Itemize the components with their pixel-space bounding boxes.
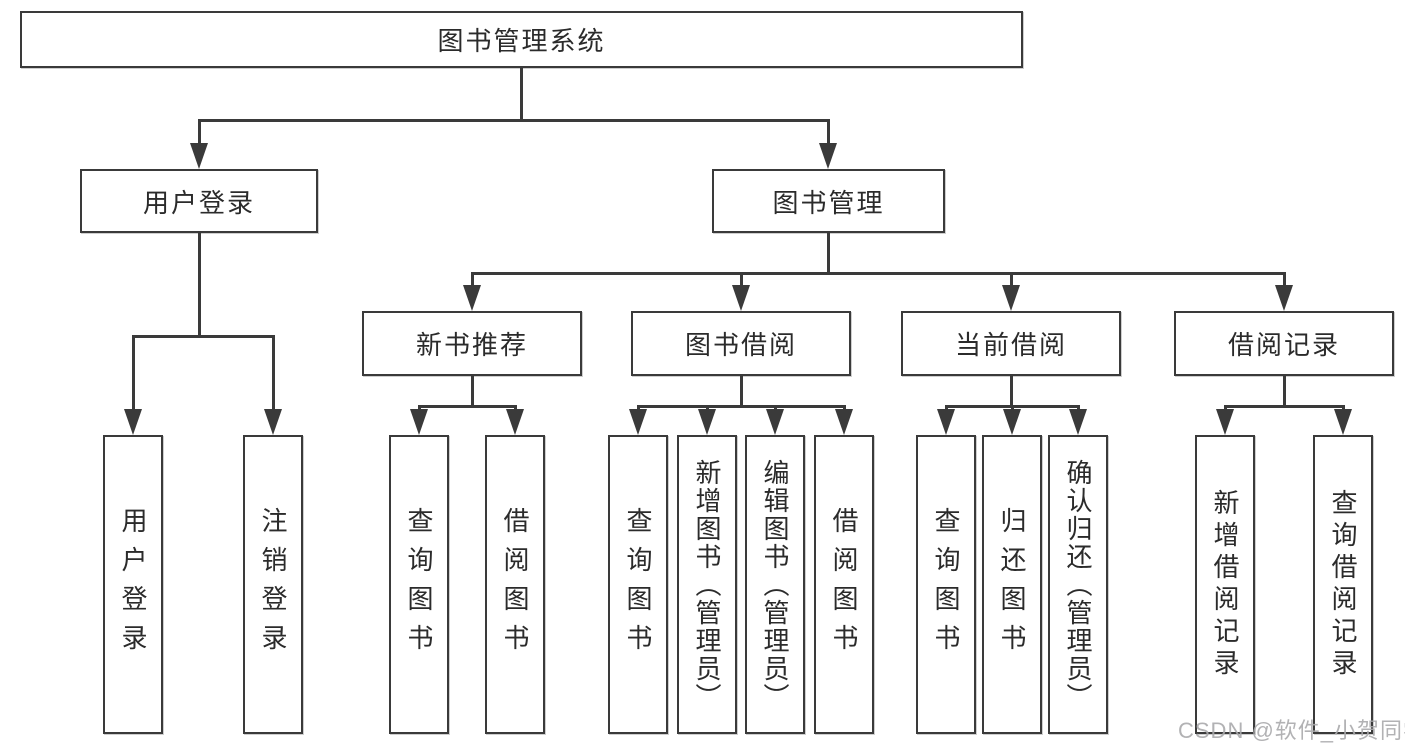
connector-stub-user xyxy=(198,119,201,149)
leaf-recommend-query-books: 查询图书 xyxy=(389,435,449,734)
node-root: 图书管理系统 xyxy=(20,11,1023,68)
connector-drop xyxy=(471,376,474,407)
connector-rail xyxy=(1224,405,1345,408)
connector-mgmt-drop xyxy=(827,233,830,273)
leaf-add-borrow-record: 新增借阅记录 xyxy=(1195,435,1255,734)
connector-stub-mgmt xyxy=(827,119,830,149)
arrowhead-down-icon xyxy=(410,409,428,435)
connector-user-drop xyxy=(198,233,201,336)
arrowhead-down-icon xyxy=(1069,409,1087,435)
arrowhead-down-icon xyxy=(190,143,208,169)
arrowhead-down-icon xyxy=(819,143,837,169)
arrowhead-down-icon xyxy=(1003,409,1021,435)
leaf-current-query-books: 查询图书 xyxy=(916,435,976,734)
leaf-logout: 注销登录 xyxy=(243,435,303,734)
arrowhead-down-icon xyxy=(1216,409,1234,435)
connector-level1-rail xyxy=(198,119,830,122)
arrowhead-down-icon xyxy=(835,409,853,435)
connector-rail xyxy=(418,405,517,408)
arrowhead-down-icon xyxy=(1275,285,1293,311)
leaf-return-books: 归还图书 xyxy=(982,435,1042,734)
connector-drop xyxy=(740,376,743,407)
node-user-login: 用户登录 xyxy=(80,169,318,233)
connector-stub xyxy=(1283,272,1286,290)
connector-stub xyxy=(740,272,743,290)
leaf-add-books-admin: 新增图书（管理员） xyxy=(677,435,737,734)
leaf-query-borrow-record: 查询借阅记录 xyxy=(1313,435,1373,734)
connector-rail xyxy=(637,405,846,408)
leaf-recommend-borrow-books: 借阅图书 xyxy=(485,435,545,734)
node-book-management: 图书管理 xyxy=(712,169,945,233)
watermark: CSDN @软件_小贺同学 xyxy=(1178,718,1405,743)
node-book-borrow: 图书借阅 xyxy=(631,311,851,376)
arrowhead-down-icon xyxy=(766,409,784,435)
node-current-borrow: 当前借阅 xyxy=(901,311,1121,376)
connector-stub xyxy=(471,272,474,290)
connector-drop xyxy=(1010,376,1013,407)
arrowhead-down-icon xyxy=(506,409,524,435)
arrowhead-down-icon xyxy=(698,409,716,435)
connector-user-rail xyxy=(132,335,275,338)
leaf-edit-books-admin: 编辑图书（管理员） xyxy=(745,435,805,734)
connector-stub xyxy=(1010,272,1013,290)
leaf-confirm-return-admin: 确认归还（管理员） xyxy=(1048,435,1108,734)
node-new-book-recommend: 新书推荐 xyxy=(362,311,582,376)
arrowhead-down-icon xyxy=(629,409,647,435)
connector-stub xyxy=(132,335,135,413)
arrowhead-down-icon xyxy=(937,409,955,435)
leaf-borrow-query-books: 查询图书 xyxy=(608,435,668,734)
arrowhead-down-icon xyxy=(124,409,142,435)
connector-root-trunk xyxy=(520,68,523,120)
arrowhead-down-icon xyxy=(264,409,282,435)
node-borrow-records: 借阅记录 xyxy=(1174,311,1394,376)
arrowhead-down-icon xyxy=(1334,409,1352,435)
leaf-user-login: 用户登录 xyxy=(103,435,163,734)
arrowhead-down-icon xyxy=(732,285,750,311)
connector-level3-rail xyxy=(471,272,1286,275)
leaf-borrow-books: 借阅图书 xyxy=(814,435,874,734)
connector-stub xyxy=(272,335,275,413)
arrowhead-down-icon xyxy=(1002,285,1020,311)
connector-drop xyxy=(1283,376,1286,407)
arrowhead-down-icon xyxy=(463,285,481,311)
